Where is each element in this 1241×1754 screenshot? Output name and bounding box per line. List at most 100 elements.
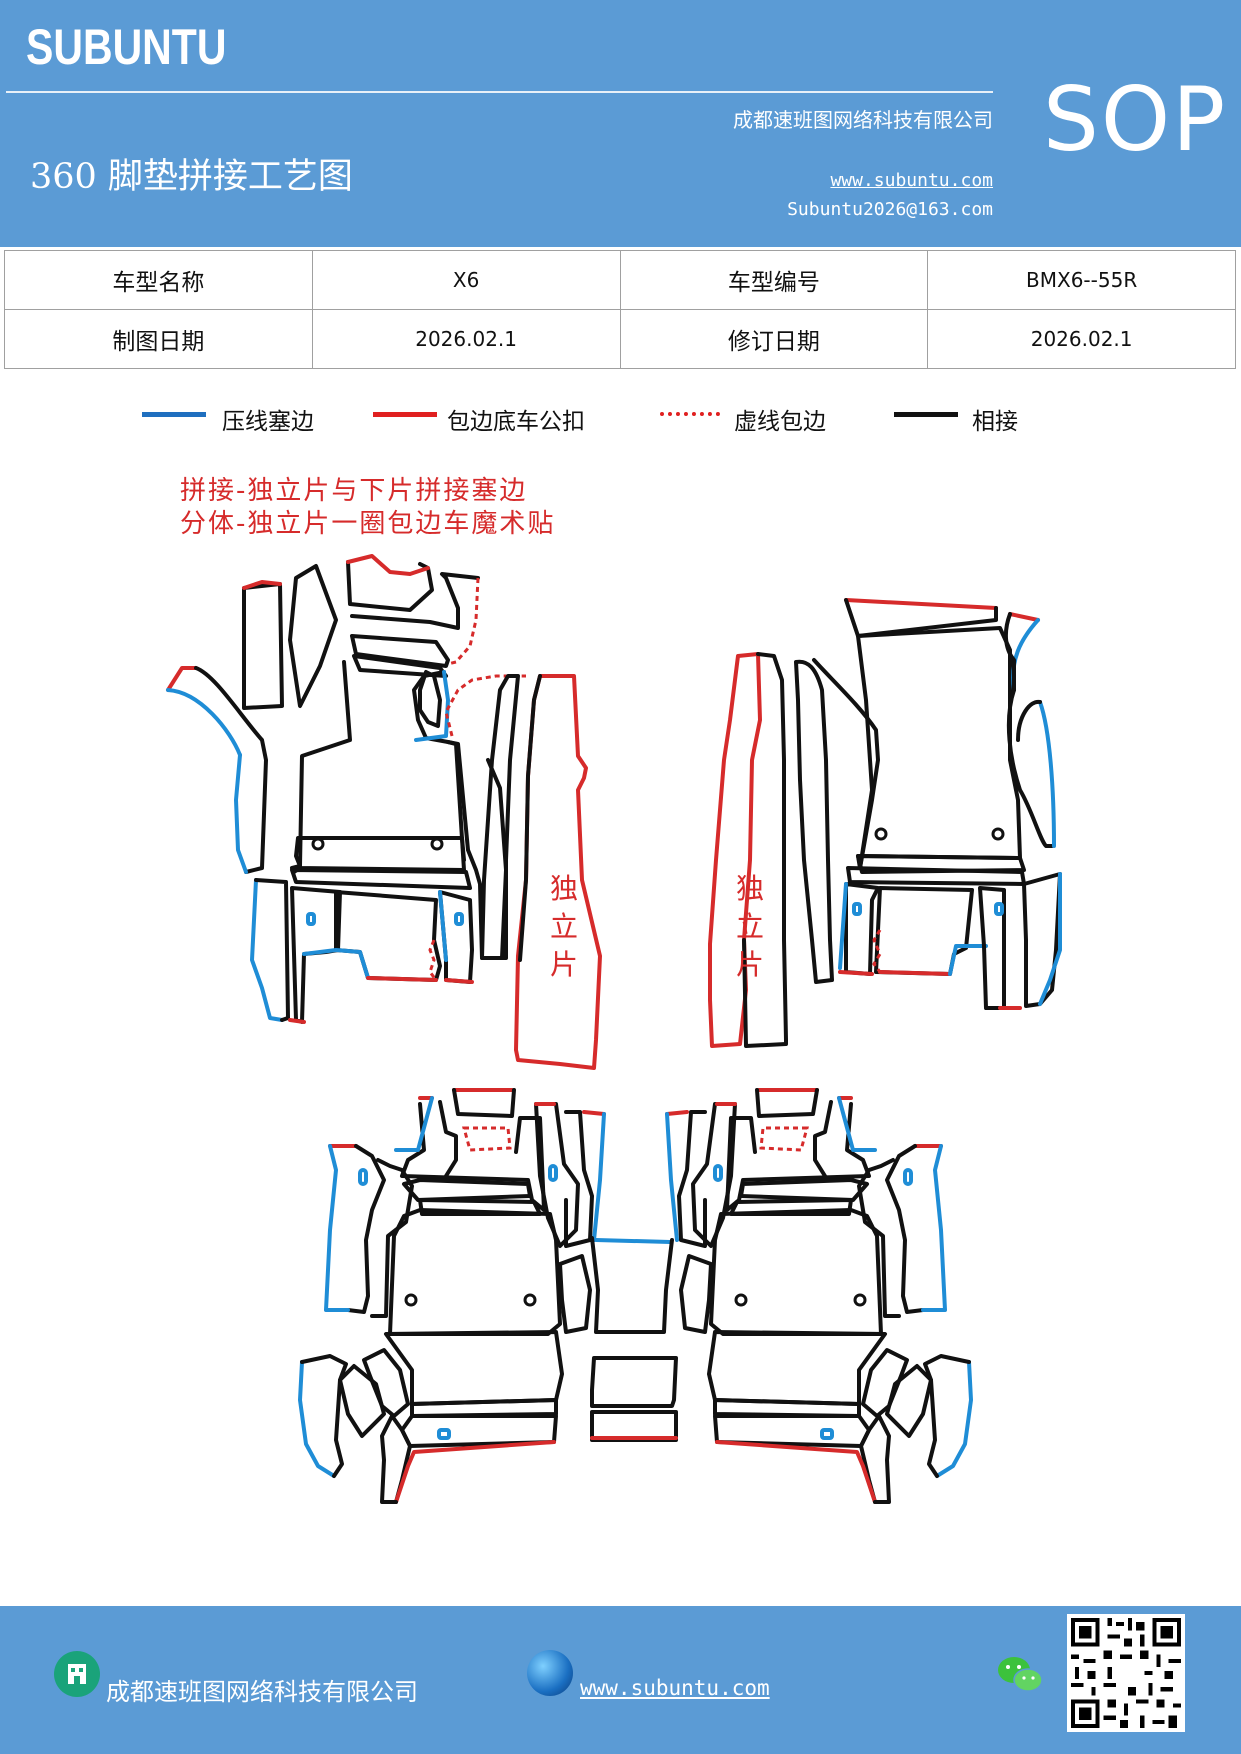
header-company: 成都速班图网络科技有限公司 <box>733 108 993 132</box>
fr-standalone-piece <box>708 652 762 1048</box>
fl-bottom-center <box>334 890 442 982</box>
rl-bottom-far-left-blue <box>298 1360 336 1478</box>
rl-right-column <box>534 1102 580 1248</box>
building-icon <box>54 1651 100 1697</box>
rl-left-inner <box>370 1158 414 1318</box>
rr-bottom-wide <box>707 1330 887 1406</box>
globe-icon <box>527 1650 573 1696</box>
rl-hole-1 <box>404 1293 418 1307</box>
fl-bottom-piece-2 <box>290 886 342 1024</box>
fr-slot-2 <box>994 902 1004 916</box>
rl-slot-1 <box>358 1168 368 1186</box>
rl-right-col-2 <box>564 1110 594 1248</box>
legend-black-label: 相接 <box>972 409 1018 435</box>
fr-bottom-piece-1 <box>844 882 880 976</box>
footer-website-link[interactable]: www.subuntu.com <box>580 1676 770 1700</box>
fl-upper-piece-1 <box>242 582 284 710</box>
rr-bottom-strip <box>713 1414 871 1448</box>
rr-center-body <box>709 1208 883 1336</box>
fl-hole-1 <box>311 837 325 851</box>
fr-standalone-black <box>742 652 788 1048</box>
standalone-label-left: 独立片 <box>549 872 578 981</box>
rr-bottom-wide-2 <box>713 1398 861 1418</box>
fr-bottom-row <box>846 866 1026 886</box>
label-revise-date: 修订日期 <box>619 309 929 369</box>
standalone-label-right: 独立片 <box>735 872 764 981</box>
fr-bottom-center <box>874 886 974 976</box>
fl-bottom-row <box>290 868 472 890</box>
rr-far-right-blue <box>665 1112 679 1242</box>
value-draw-date: 2026.02.1 <box>311 309 621 369</box>
rl-hole-2 <box>523 1293 537 1307</box>
rr-bottom-far-left-blue <box>935 1360 973 1478</box>
fl-top-piece-3 <box>350 634 450 668</box>
header-banner: SUBUNTU 成都速班图网络科技有限公司 360 脚垫拼接工艺图 www.su… <box>0 0 1241 247</box>
value-model-code: BMX6--55R <box>927 250 1236 310</box>
front-left-mat <box>166 554 526 1024</box>
rear-center-block <box>590 1356 678 1408</box>
rl-slot-2 <box>548 1164 558 1182</box>
footer-company: 成都速班图网络科技有限公司 <box>106 1678 418 1706</box>
fl-bottom-left-blue <box>250 878 284 1022</box>
rr-center-top <box>739 1178 869 1202</box>
rr-top-left-blue <box>837 1096 877 1152</box>
fl-bottom-right-blue <box>438 890 448 962</box>
rr-right-lower <box>679 1254 713 1334</box>
rr-left-outer <box>885 1144 925 1314</box>
rr-slot-1 <box>903 1168 913 1186</box>
fl-slot-2 <box>454 912 464 926</box>
fr-far-right <box>1022 872 1062 1008</box>
rr-top-dash <box>759 1126 809 1152</box>
rr-bottom-left-2 <box>885 1364 933 1438</box>
fr-bottom-center-red <box>878 970 952 976</box>
fl-bottom-center-blue <box>302 948 370 980</box>
fr-upper-black <box>1003 612 1016 692</box>
rr-left-outer-blue <box>921 1144 947 1312</box>
fr-bottom-piece-1-red <box>838 970 874 976</box>
rr-left-inner <box>857 1158 901 1318</box>
rr-slot-2 <box>713 1164 723 1182</box>
rl-bottom-wide-2 <box>410 1398 558 1418</box>
rr-side-pieces <box>813 1100 833 1178</box>
fr-right-curve-blue <box>1038 700 1056 848</box>
label-draw-date: 制图日期 <box>4 309 313 369</box>
fr-side-strip-2 <box>812 658 880 870</box>
legend-dashed-swatch <box>660 412 720 416</box>
fr-bottom-right <box>978 886 1006 1010</box>
rl-bottom-wide <box>384 1330 564 1406</box>
rl-right-lower <box>558 1254 592 1334</box>
note-line-2: 分体-独立片一圈包边车魔术贴 <box>180 509 556 539</box>
info-table: 车型名称 X6 车型编号 BMX6--55R 制图日期 2026.02.1 修订… <box>4 250 1236 369</box>
rl-bottom-left-1 <box>362 1348 410 1418</box>
fr-upper-blue <box>1011 618 1040 692</box>
fl-bottom-dash <box>428 939 438 981</box>
table-row: 车型名称 X6 车型编号 BMX6--55R <box>4 250 1236 310</box>
rl-bottom-red <box>394 1440 556 1504</box>
legend-red-label: 包边底车公扣 <box>447 409 585 435</box>
rl-top-left-blue <box>394 1096 434 1152</box>
header-email[interactable]: Subuntu2026@163.com <box>787 199 993 220</box>
rr-top-block <box>755 1088 819 1118</box>
rr-bottom-far-left-black <box>923 1354 971 1478</box>
rl-bottom-far-left-black <box>300 1354 348 1478</box>
legend-red-swatch <box>373 412 437 417</box>
label-model-name: 车型名称 <box>4 250 313 310</box>
header-website-link[interactable]: www.subuntu.com <box>830 170 993 191</box>
fr-right-curve <box>1006 688 1054 848</box>
fr-top-black <box>844 598 998 638</box>
front-right-mat <box>708 598 1062 1048</box>
rl-left-outer <box>346 1144 386 1314</box>
header-divider <box>6 91 993 93</box>
rr-slot-3 <box>820 1428 834 1440</box>
fl-top-dash-1 <box>447 577 480 666</box>
page-title: 360 脚垫拼接工艺图 <box>30 157 353 197</box>
fr-hole-2 <box>991 827 1005 841</box>
fl-bottom-left-black <box>254 878 290 1022</box>
fr-upper-red <box>1008 612 1040 622</box>
wechat-icon[interactable] <box>996 1654 1044 1696</box>
legend-blue-swatch <box>142 412 206 417</box>
fl-side-strip-black <box>194 666 268 874</box>
rl-far-right-blue <box>592 1112 606 1242</box>
fr-right-curve-2 <box>1016 699 1042 742</box>
